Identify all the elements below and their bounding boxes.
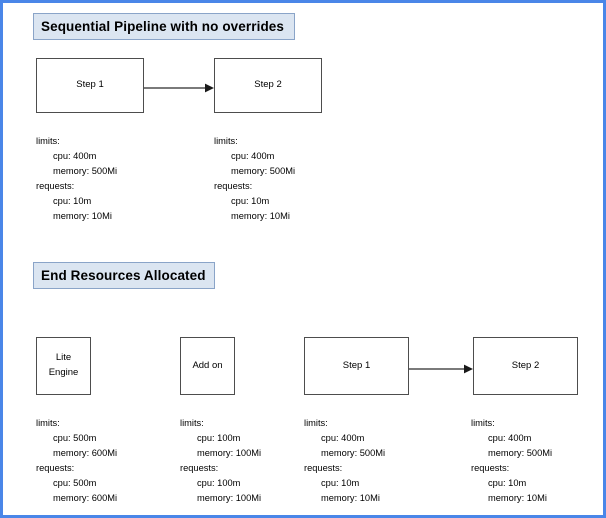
requests-memory: memory: 10Mi — [53, 211, 112, 222]
node-step-1-top[interactable]: Step 1 — [36, 58, 144, 113]
node-step-2-top[interactable]: Step 2 — [214, 58, 322, 113]
requests-label: requests: — [36, 181, 75, 192]
node-label: Step 2 — [511, 359, 540, 371]
limits-label: limits: — [304, 418, 328, 428]
limits-memory: memory: 100Mi — [197, 448, 262, 459]
node-label: Step 1 — [342, 359, 371, 371]
resources-step-2-bottom: limits: cpu: 400m memory: 500Mi requests… — [471, 416, 552, 506]
limits-memory: memory: 500Mi — [488, 448, 553, 459]
requests-memory: memory: 600Mi — [53, 493, 118, 504]
node-step-2-bottom[interactable]: Step 2 — [473, 337, 578, 395]
limits-memory: memory: 500Mi — [321, 448, 386, 459]
limits-cpu: cpu: 400m — [321, 433, 365, 444]
node-label-line-2: Engine — [48, 367, 79, 378]
section-title-end-resources-allocated: End Resources Allocated — [33, 262, 215, 289]
limits-cpu: cpu: 500m — [53, 433, 97, 444]
requests-memory: memory: 10Mi — [488, 493, 547, 504]
requests-cpu: cpu: 10m — [53, 196, 92, 207]
resources-step-2-top: limits: cpu: 400m memory: 500Mi requests… — [214, 134, 295, 224]
requests-cpu: cpu: 500m — [53, 478, 97, 489]
requests-memory: memory: 10Mi — [231, 211, 290, 222]
arrow-step1-to-step2-bottom — [409, 361, 473, 374]
node-label: Step 1 — [76, 79, 104, 91]
limits-memory: memory: 500Mi — [53, 166, 118, 177]
node-label: Step 2 — [254, 79, 282, 91]
section-title-text: End Resources Allocated — [41, 268, 206, 283]
limits-label: limits: — [180, 418, 204, 428]
resources-step-1-bottom: limits: cpu: 400m memory: 500Mi requests… — [304, 416, 385, 506]
limits-label: limits: — [471, 418, 495, 428]
resources-add-on: limits: cpu: 100m memory: 100Mi requests… — [180, 416, 261, 506]
limits-cpu: cpu: 400m — [231, 151, 275, 162]
requests-cpu: cpu: 10m — [488, 478, 527, 489]
limits-label: limits: — [36, 136, 60, 146]
limits-label: limits: — [36, 418, 60, 428]
arrow-step1-to-step2-top — [144, 80, 214, 93]
section-title-sequential-pipeline: Sequential Pipeline with no overrides — [33, 13, 295, 40]
requests-cpu: cpu: 10m — [231, 196, 270, 207]
resources-step-1-top: limits: cpu: 400m memory: 500Mi requests… — [36, 134, 117, 224]
requests-label: requests: — [180, 463, 219, 474]
requests-label: requests: — [36, 463, 75, 474]
node-label: Add on — [192, 359, 223, 371]
node-step-1-bottom[interactable]: Step 1 — [304, 337, 409, 395]
limits-memory: memory: 500Mi — [231, 166, 296, 177]
resources-lite-engine: limits: cpu: 500m memory: 600Mi requests… — [36, 416, 117, 506]
requests-cpu: cpu: 100m — [197, 478, 241, 489]
requests-label: requests: — [471, 463, 510, 474]
node-label-line-1: Lite — [55, 352, 72, 364]
node-lite-engine[interactable]: Lite Engine — [36, 337, 91, 395]
requests-label: requests: — [214, 181, 253, 192]
section-title-text: Sequential Pipeline with no overrides — [41, 19, 285, 34]
limits-memory: memory: 600Mi — [53, 448, 118, 459]
node-add-on[interactable]: Add on — [180, 337, 235, 395]
limits-cpu: cpu: 100m — [197, 433, 241, 444]
limits-label: limits: — [214, 136, 238, 146]
limits-cpu: cpu: 400m — [488, 433, 532, 444]
requests-cpu: cpu: 10m — [321, 478, 360, 489]
requests-memory: memory: 10Mi — [321, 493, 380, 504]
requests-label: requests: — [304, 463, 343, 474]
limits-cpu: cpu: 400m — [53, 151, 97, 162]
requests-memory: memory: 100Mi — [197, 493, 262, 504]
